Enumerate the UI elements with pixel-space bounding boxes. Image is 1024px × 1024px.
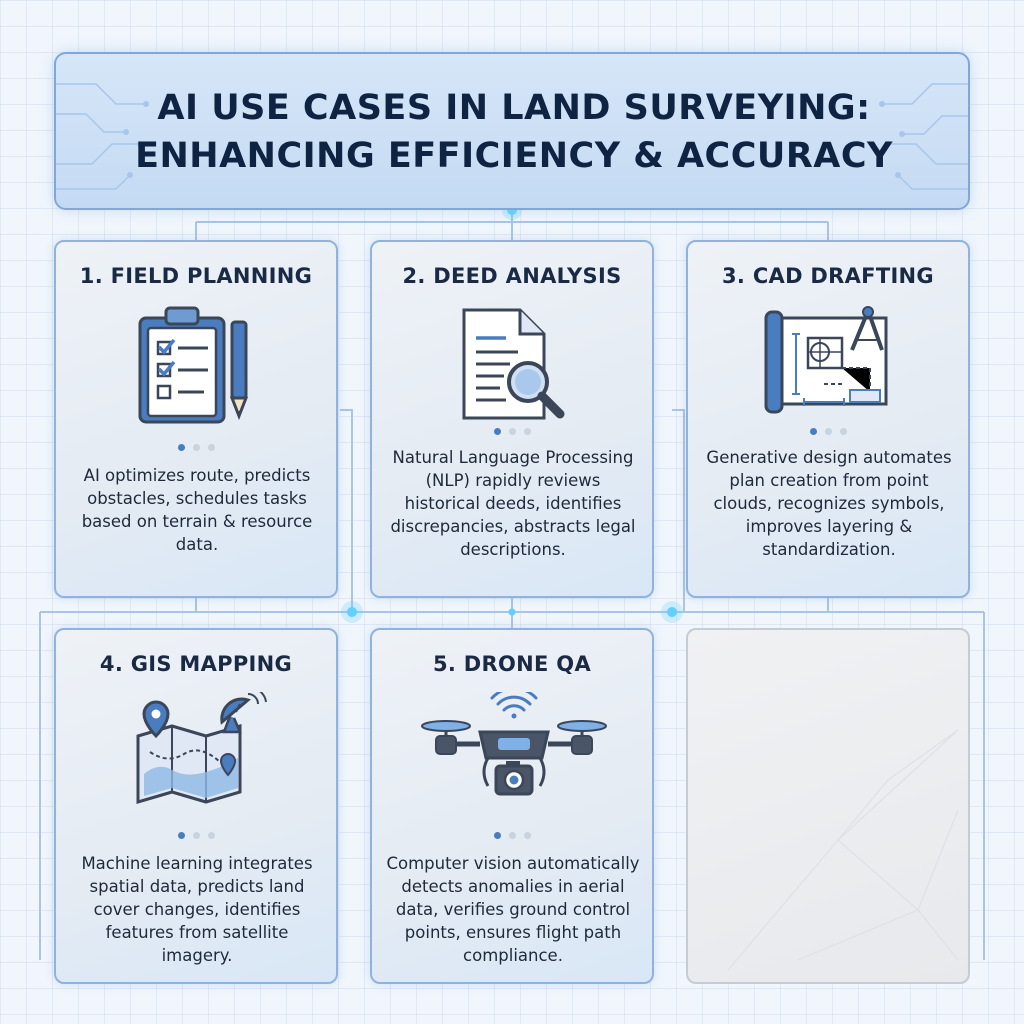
- dot: [523, 428, 531, 435]
- card-gis-mapping: 4. GIS MAPPING Machine learning integrat…: [54, 628, 338, 984]
- card-field-planning: 1. FIELD PLANNING AI optimizes route, pr…: [54, 240, 338, 598]
- carousel-dots: [688, 428, 968, 435]
- circuit-decoration: [56, 83, 968, 190]
- card-title: 5. DRONE QA: [433, 652, 591, 676]
- carousel-dots: [372, 832, 652, 839]
- carousel-dots: [56, 444, 336, 451]
- dot: [177, 444, 185, 451]
- empty-card: [686, 628, 970, 984]
- carousel-dots: [372, 428, 652, 435]
- dot: [493, 832, 501, 839]
- title-banner: AI USE CASES IN LAND SURVEYING: ENHANCIN…: [54, 52, 970, 210]
- blueprint-compass-icon: [764, 306, 888, 414]
- card-title: 4. GIS MAPPING: [99, 652, 293, 676]
- document-magnifier-icon: [462, 308, 565, 420]
- carousel-dots: [56, 832, 336, 839]
- dot: [207, 832, 215, 839]
- dot: [207, 444, 215, 451]
- card-description: Computer vision automatically detects an…: [386, 854, 640, 965]
- dot: [493, 428, 501, 435]
- card-title: 3. CAD DRAFTING: [722, 264, 934, 288]
- title-line-2: ENHANCING EFFICIENCY & ACCURACY: [135, 136, 893, 176]
- card-deed-analysis: 2. DEED ANALYSIS Natural Language Proces…: [370, 240, 654, 598]
- dot: [809, 428, 817, 435]
- map-satellite-icon: [136, 692, 267, 805]
- card-drone-qa: 5. DRONE QA Computer vision automaticall…: [370, 628, 654, 984]
- card-description: Machine learning integrates spatial data…: [81, 854, 313, 965]
- dot: [839, 428, 847, 435]
- dot: [508, 832, 516, 839]
- card-title: 1. FIELD PLANNING: [79, 264, 313, 288]
- clipboard-checklist-pencil-icon: [138, 306, 249, 424]
- dot: [508, 428, 516, 435]
- dot: [177, 832, 185, 839]
- dot: [192, 832, 200, 839]
- title-line-1: AI USE CASES IN LAND SURVEYING:: [157, 88, 871, 128]
- dot: [523, 832, 531, 839]
- card-cad-drafting: 3. CAD DRAFTING Generative design automa…: [686, 240, 970, 598]
- card-description: Generative design automates plan creatio…: [706, 448, 952, 559]
- card-description: Natural Language Processing (NLP) rapidl…: [390, 448, 636, 559]
- drone-camera-icon: [421, 692, 607, 796]
- page-title: AI USE CASES IN LAND SURVEYING: ENHANCIN…: [56, 84, 968, 180]
- card-title: 2. DEED ANALYSIS: [402, 264, 622, 288]
- card-description: AI optimizes route, predicts obstacles, …: [81, 466, 313, 554]
- dot: [824, 428, 832, 435]
- faint-wireframe-decoration: [727, 729, 959, 971]
- dot: [192, 444, 200, 451]
